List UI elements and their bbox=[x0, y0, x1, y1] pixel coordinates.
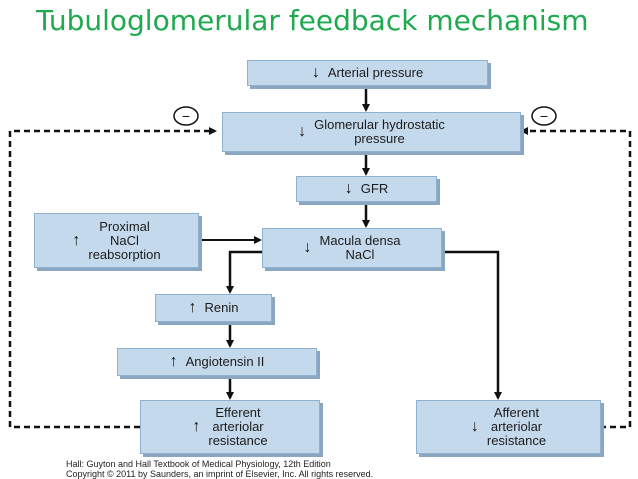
node-gfr: ↓ GFR bbox=[296, 176, 437, 202]
minus-sign-right: − bbox=[540, 108, 548, 124]
feedback-left-dashed bbox=[8, 127, 217, 429]
feedback-right-dashed bbox=[520, 127, 632, 429]
down-arrow-icon: ↓ bbox=[470, 418, 479, 435]
down-arrow-icon: ↓ bbox=[344, 180, 353, 197]
node-efferent-resistance: ↑ Efferent arteriolar resistance bbox=[140, 400, 320, 454]
down-arrow-icon: ↓ bbox=[311, 64, 320, 81]
node-label: Afferent arteriolar resistance bbox=[486, 405, 547, 448]
arrow-macula-to-renin bbox=[226, 250, 262, 294]
footer-copyright: Copyright © 2011 by Saunders, an imprint… bbox=[66, 469, 374, 479]
footer-citation: Hall: Guyton and Hall Textbook of Medica… bbox=[66, 459, 331, 469]
node-label: Proximal NaCl reabsorption bbox=[88, 218, 161, 262]
node-label: Arterial pressure bbox=[327, 65, 424, 80]
node-label: Angiotensin II bbox=[185, 354, 265, 369]
down-arrow-icon: ↓ bbox=[298, 123, 307, 140]
minus-circle-right bbox=[531, 106, 557, 126]
node-angiotensin: ↑ Angiotensin II bbox=[117, 348, 317, 376]
node-label: Efferent arteriolar resistance bbox=[208, 405, 268, 448]
node-label: Renin bbox=[204, 300, 239, 315]
node-renin: ↑ Renin bbox=[155, 294, 272, 322]
up-arrow-icon: ↑ bbox=[169, 353, 178, 370]
minus-circle-left bbox=[173, 106, 199, 126]
node-proximal-reabsorption: ↑ Proximal NaCl reabsorption bbox=[34, 213, 199, 268]
minus-sign-left: − bbox=[182, 108, 190, 124]
up-arrow-icon: ↑ bbox=[72, 231, 81, 249]
node-label: GFR bbox=[360, 181, 389, 196]
up-arrow-icon: ↑ bbox=[188, 299, 197, 316]
node-glomerular-pressure: ↓ Glomerular hydrostatic pressure bbox=[222, 112, 521, 152]
page-title: Tubuloglomerular feedback mechanism bbox=[36, 4, 589, 37]
arrow-macula-to-afferent bbox=[440, 250, 502, 400]
node-label: Glomerular hydrostatic pressure bbox=[314, 117, 445, 146]
down-arrow-icon: ↓ bbox=[303, 239, 312, 256]
node-afferent-resistance: ↓ Afferent arteriolar resistance bbox=[416, 400, 601, 454]
node-arterial-pressure: ↓ Arterial pressure bbox=[247, 60, 488, 86]
up-arrow-icon: ↑ bbox=[192, 418, 201, 435]
node-macula-densa: ↓ Macula densa NaCl bbox=[262, 228, 442, 268]
node-label: Macula densa NaCl bbox=[319, 233, 401, 262]
